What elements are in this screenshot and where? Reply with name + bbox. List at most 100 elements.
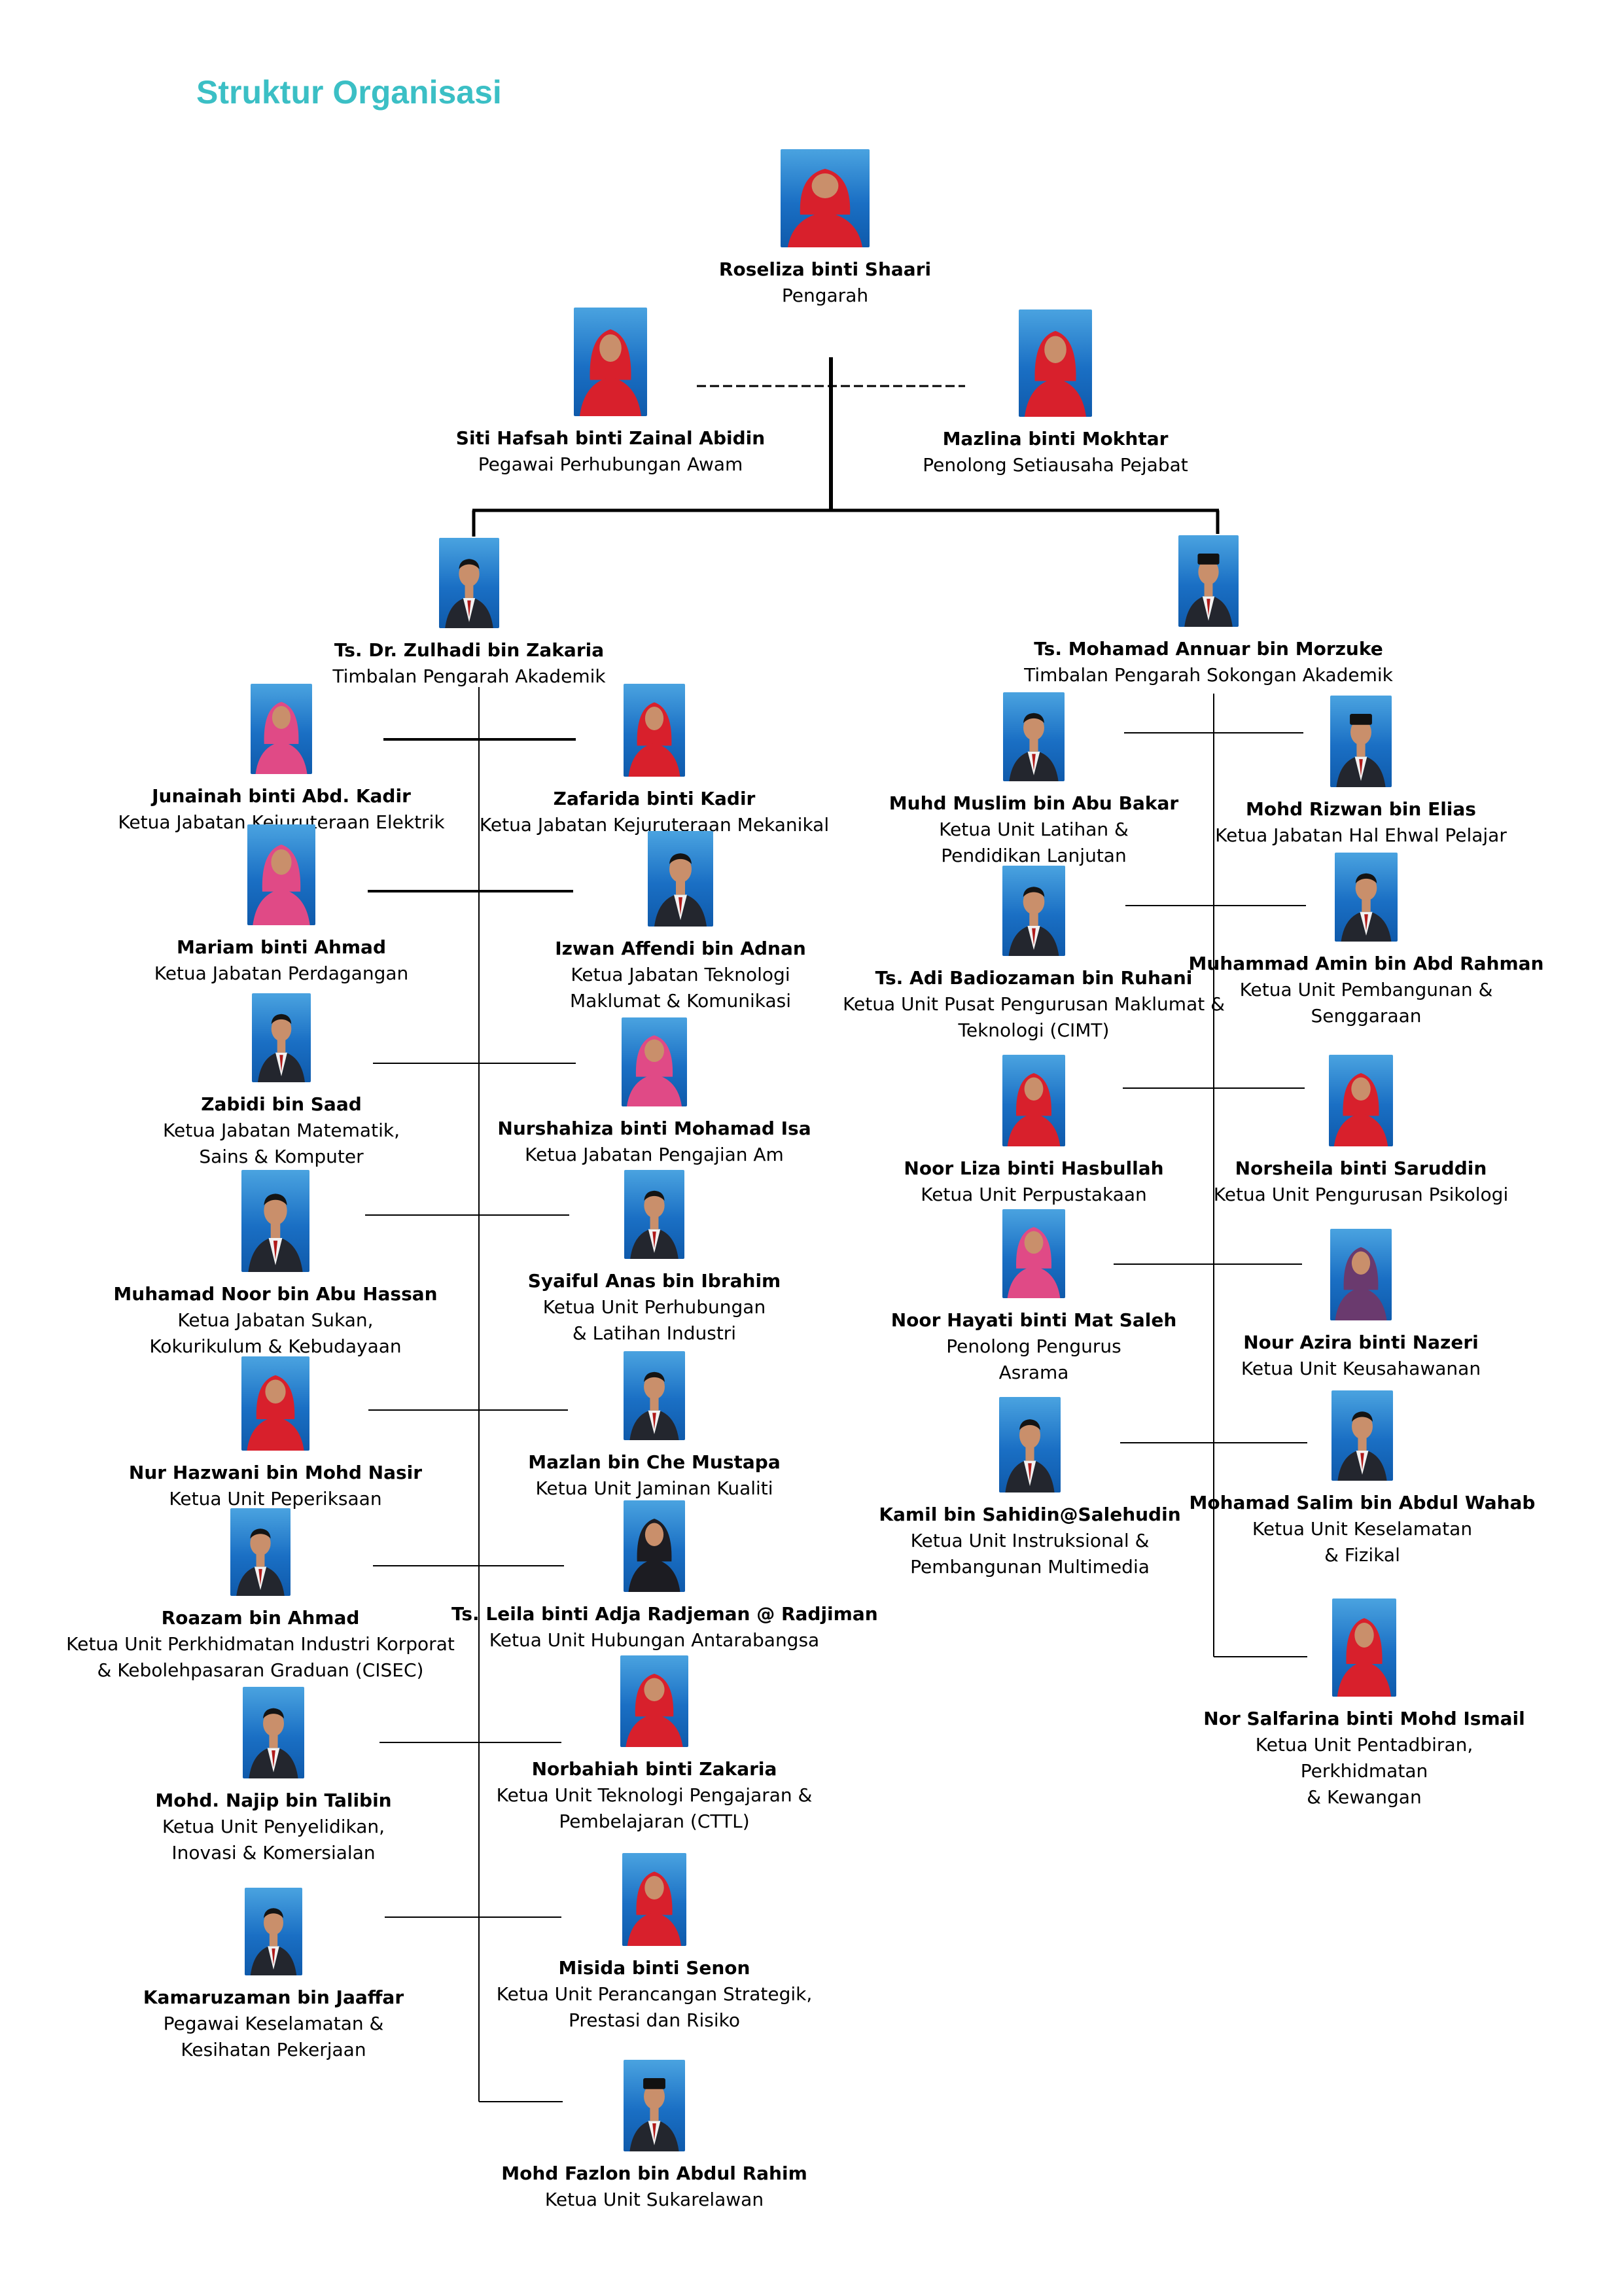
portrait-photo: [1329, 1055, 1393, 1146]
portrait-photo: [999, 1397, 1061, 1492]
person-name: Siti Hafsah binti Zainal Abidin: [455, 427, 766, 449]
person-position: Ketua Unit Instruksional & Pembangunan M…: [910, 1530, 1150, 1578]
portrait-photo: [243, 1687, 304, 1778]
person-name: Syaiful Anas bin Ibrahim: [527, 1270, 781, 1292]
portrait-photo: [1335, 853, 1398, 942]
person-name: Muhd Muslim bin Abu Bakar: [889, 792, 1179, 814]
portrait-photo: [439, 538, 499, 628]
person-position: Timbalan Pengarah Sokongan Akademik: [1024, 664, 1393, 686]
person-position: Ketua Unit Perkhidmatan Industri Korpora…: [66, 1633, 455, 1681]
person-name: Zafarida binti Kadir: [553, 788, 756, 809]
person-name: Misida binti Senon: [558, 1957, 750, 1979]
person-name: Norbahiah binti Zakaria: [531, 1758, 777, 1780]
person-position: Ketua Jabatan Perdagangan: [154, 963, 409, 984]
person-position: Ketua Unit Keselamatan & Fizikal: [1252, 1518, 1473, 1566]
person-position: Ketua Jabatan Pengajian Am: [525, 1144, 784, 1165]
person-position: Ketua Unit Pusat Pengurusan Maklumat & T…: [843, 993, 1225, 1041]
person-position: Ketua Unit Peperiksaan: [169, 1488, 382, 1510]
person-name: Noor Hayati binti Mat Saleh: [890, 1309, 1177, 1331]
portrait-photo: [1178, 535, 1239, 627]
portrait-photo: [241, 1356, 309, 1451]
person-position: Timbalan Pengarah Akademik: [332, 665, 606, 687]
portrait-photo: [245, 1888, 302, 1975]
person-position: Ketua Jabatan Hal Ehwal Pelajar: [1215, 824, 1507, 846]
page-title: Struktur Organisasi: [196, 74, 502, 111]
person-position: Penolong Setiausaha Pejabat: [923, 454, 1188, 476]
person-name: Ts. Adi Badiozaman bin Ruhani: [875, 967, 1193, 989]
person-position: Ketua Jabatan Kejuruteraan Elektrik: [118, 811, 445, 833]
person-name: Nurshahiza binti Mohamad Isa: [497, 1118, 811, 1139]
portrait-photo: [781, 149, 870, 247]
person-name: Mohd Fazlon bin Abdul Rahim: [501, 2163, 807, 2184]
person-position: Ketua Unit Jaminan Kualiti: [535, 1477, 773, 1499]
portrait-photo: [1331, 1390, 1393, 1481]
person-name: Mohd Rizwan bin Elias: [1246, 798, 1476, 820]
person-position: Ketua Jabatan Teknologi Maklumat & Komun…: [570, 964, 791, 1012]
person-name: Roazam bin Ahmad: [161, 1607, 360, 1629]
person-name: Ts. Dr. Zulhadi bin Zakaria: [334, 639, 605, 661]
person-name: Nour Azira binti Nazeri: [1243, 1332, 1479, 1353]
person-position: Pegawai Perhubungan Awam: [478, 453, 743, 475]
portrait-photo: [1002, 1055, 1065, 1146]
person-name: Junainah binti Abd. Kadir: [152, 785, 411, 807]
person-position: Ketua Unit Perpustakaan: [921, 1184, 1147, 1205]
person-position: Ketua Unit Hubungan Antarabangsa: [489, 1629, 820, 1651]
person-position: Pengarah: [781, 285, 869, 306]
portrait-photo: [251, 684, 312, 774]
person-name: Mazlina binti Mokhtar: [942, 428, 1169, 450]
portrait-photo: [1330, 696, 1392, 787]
portrait-photo: [1332, 1598, 1396, 1697]
person-position: Ketua Unit Sukarelawan: [544, 2189, 764, 2210]
portrait-photo: [622, 1017, 687, 1106]
person-position: Penolong Pengurus Asrama: [946, 1335, 1121, 1383]
person-position: Ketua Unit Pentadbiran, Perkhidmatan & K…: [1255, 1734, 1473, 1808]
portrait-photo: [624, 1170, 684, 1259]
person-position: Ketua Unit Pembangunan & Senggaraan: [1239, 979, 1493, 1027]
person-card-leila: Ts. Leila binti Adja Radjeman @ Radjiman…: [451, 1500, 878, 1653]
portrait-photo: [620, 1655, 688, 1747]
portrait-photo: [624, 1351, 685, 1440]
person-position: Pegawai Keselamatan & Kesihatan Pekerjaa…: [163, 2013, 384, 2060]
person-name: Muhamad Noor bin Abu Hassan: [113, 1283, 438, 1305]
portrait-photo: [648, 831, 713, 927]
portrait-photo: [1330, 1229, 1392, 1320]
person-name: Noor Liza binti Hasbullah: [904, 1157, 1164, 1179]
portrait-photo: [252, 993, 311, 1082]
portrait-photo: [247, 824, 315, 925]
portrait-photo: [624, 684, 685, 777]
portrait-photo: [1003, 692, 1065, 781]
person-position: Ketua Unit Teknologi Pengajaran & Pembel…: [496, 1784, 813, 1832]
person-name: Mariam binti Ahmad: [176, 936, 386, 958]
person-position: Ketua Jabatan Kejuruteraan Mekanikal: [479, 814, 830, 836]
person-name: Mohd. Najip bin Talibin: [155, 1790, 392, 1811]
portrait-photo: [574, 308, 647, 416]
portrait-photo: [624, 2060, 685, 2151]
portrait-photo: [622, 1853, 686, 1946]
portrait-photo: [624, 1500, 685, 1592]
